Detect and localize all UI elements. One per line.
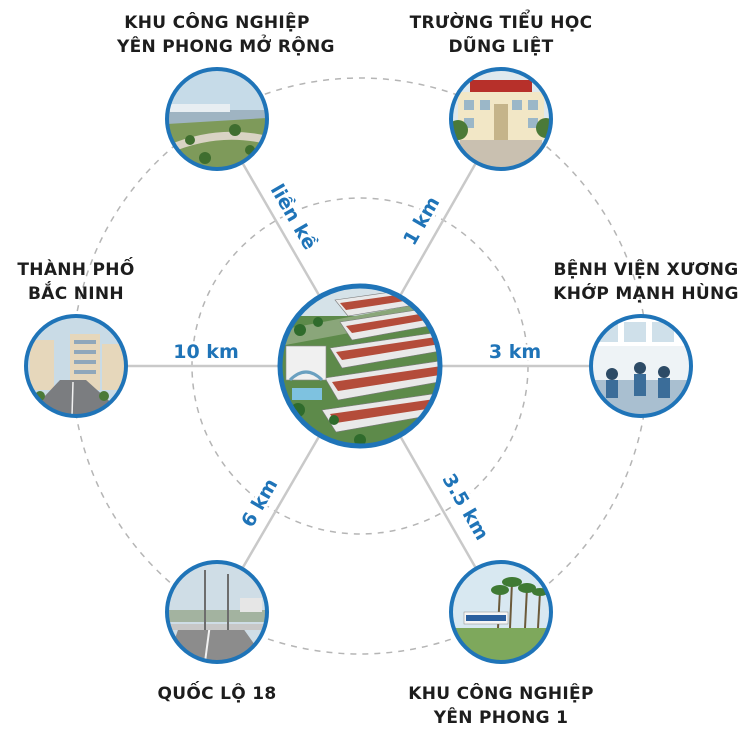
label-kcn-yen-phong-mo-rong: KHU CÔNG NGHIỆP YÊN PHONG MỞ RỘNG [117,13,335,57]
city-street-image [24,314,128,418]
industrial-gate-image [449,560,553,664]
school-building-image [449,67,553,171]
label-benh-vien-xuong-khop: BỆNH VIỆN XƯƠNG KHỚP MẠNH HÙNG [553,260,739,304]
label-kcn-yen-phong-1: KHU CÔNG NGHIỆP YÊN PHONG 1 [408,684,594,728]
label-thanh-pho-bac-ninh: THÀNH PHỐ BẮC NINH [17,260,135,304]
highway-image [165,560,269,664]
distance-kcn-yen-phong-1: 3.5 km [437,470,492,544]
hospital-interior-image [589,314,693,418]
distance-truong-tieu-hoc: 1 km [399,193,444,249]
label-truong-tieu-hoc-dung-liet: TRƯỜNG TIỂU HỌC DŨNG LIỆT [409,13,593,57]
industrial-park-image [165,67,269,171]
distance-bac-ninh: 10 km [173,341,239,363]
distance-quoc-lo-18: 6 km [237,475,282,531]
housing-project-aerial-image [277,283,443,449]
distance-benh-vien: 3 km [489,341,541,363]
label-quoc-lo-18: QUỐC LỘ 18 [157,684,277,704]
